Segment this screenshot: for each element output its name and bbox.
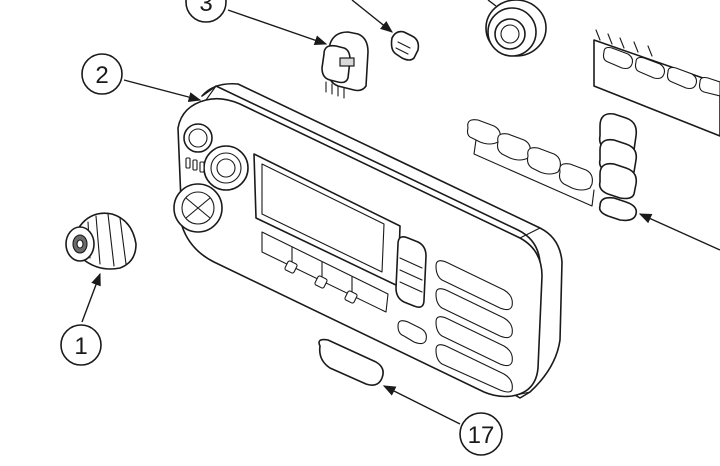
front-housing (173, 82, 563, 399)
keypad-strip (593, 29, 720, 137)
display-window (261, 163, 385, 273)
small-round-button (183, 123, 213, 153)
leader-lines (81, 0, 720, 425)
knob (65, 212, 137, 270)
callout-17-label: 17 (468, 422, 495, 449)
callout-3-label: 3 (199, 0, 212, 17)
callout-17: 17 (459, 412, 503, 456)
callout-1-label: 1 (74, 333, 87, 360)
callout-2: 2 (81, 53, 123, 95)
grommet (485, 0, 547, 57)
callout-2-label: 2 (95, 62, 108, 89)
small-clip (390, 30, 420, 61)
programmable-keys (435, 260, 513, 393)
connector-plug (321, 31, 369, 99)
callout-1: 1 (60, 324, 102, 366)
button-strip (466, 112, 638, 222)
nav-rocker (395, 236, 427, 308)
callout-3: 3 (185, 0, 227, 23)
label-pad (318, 338, 384, 386)
